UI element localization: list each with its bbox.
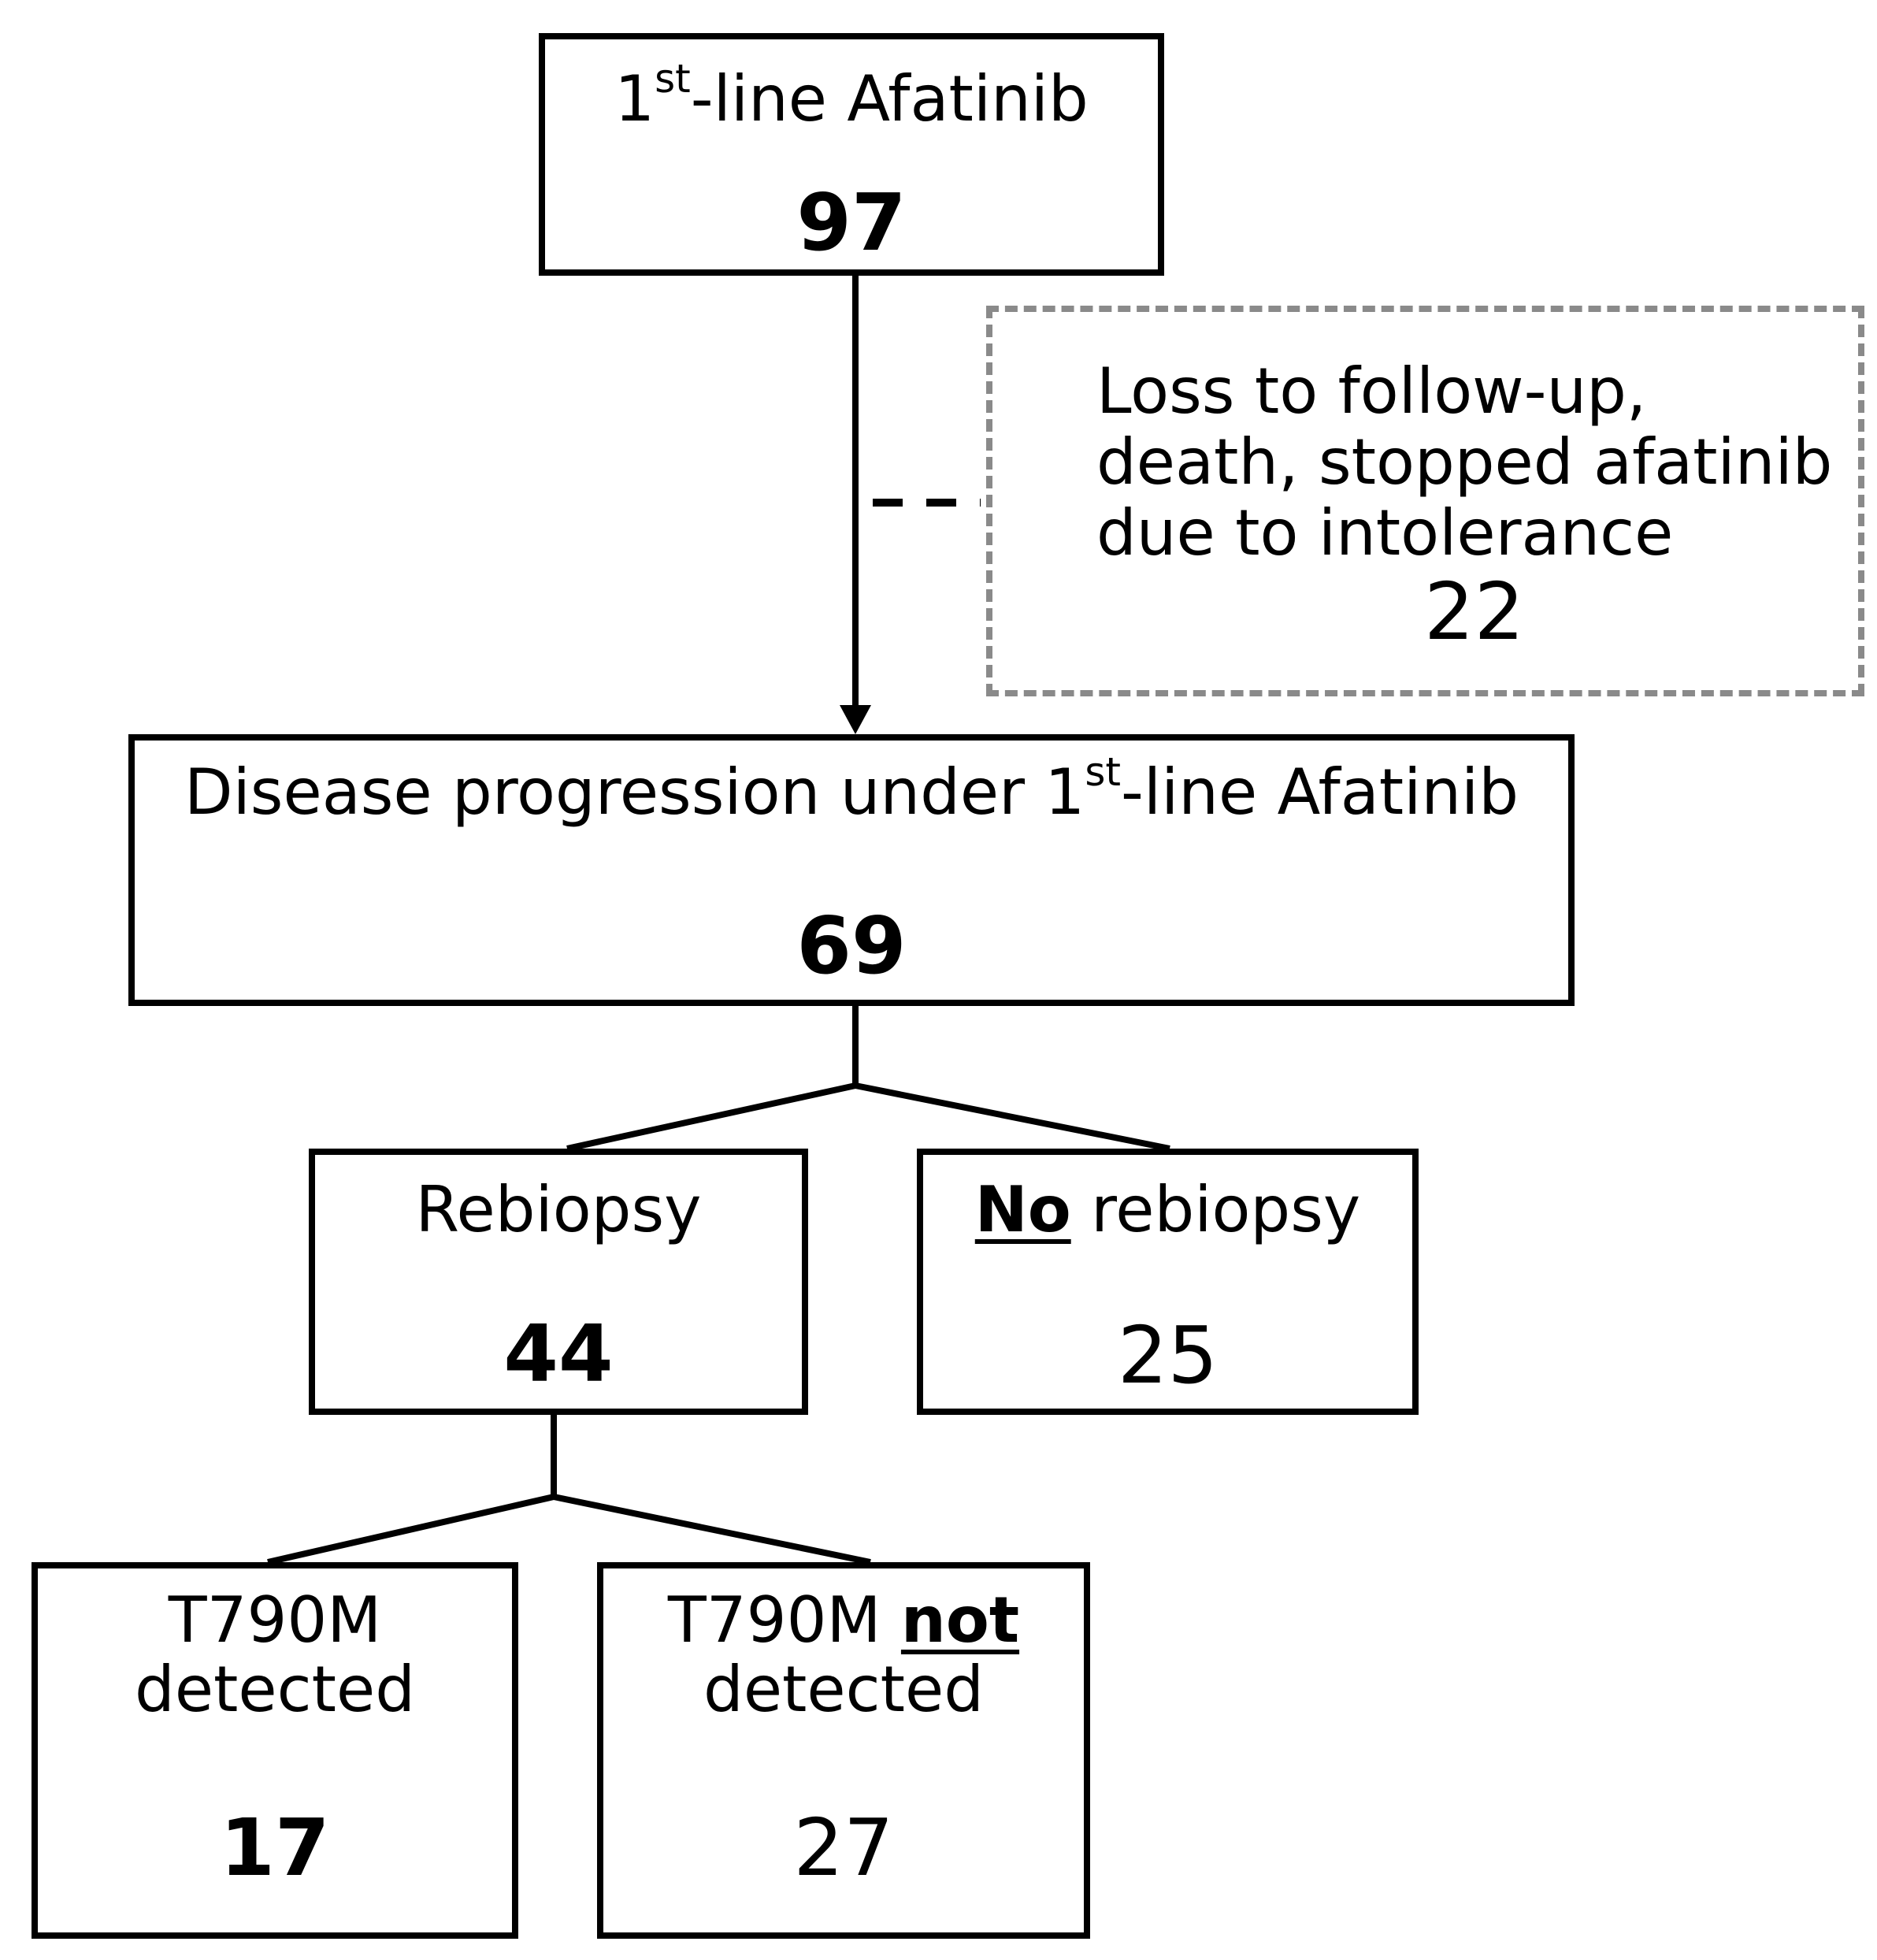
node-rebiopsy: Rebiopsy 44	[309, 1149, 808, 1415]
node-count: 97	[796, 176, 907, 269]
node-count: 25	[1117, 1309, 1219, 1401]
node-label: Rebiopsy	[415, 1173, 702, 1246]
excluded-line-2: death, stopped afatinib	[1096, 425, 1833, 499]
node-count: 44	[503, 1308, 614, 1400]
node-no-rebiopsy: No rebiopsy 25	[917, 1149, 1419, 1415]
node-label-line-2: detected	[135, 1653, 415, 1726]
node-excluded: Loss to follow-up, death, stopped afatin…	[986, 306, 1864, 696]
node-label-line-2: detected	[703, 1653, 984, 1726]
node-label: 1st-line Afatinib	[614, 56, 1089, 135]
node-label: No rebiopsy	[974, 1173, 1361, 1246]
connector-to-no-rebiopsy	[855, 1082, 1170, 1152]
connector-to-t790m-not-detected	[553, 1494, 871, 1565]
node-count: 17	[220, 1802, 330, 1894]
excluded-line-3: due to intolerance	[1096, 496, 1674, 570]
connector-to-rebiopsy	[566, 1082, 856, 1152]
connector-to-t790m-detected	[267, 1494, 555, 1565]
arrowhead	[840, 705, 871, 734]
node-label-line-1: T790M	[168, 1583, 382, 1657]
node-count: 69	[796, 900, 907, 992]
node-count: 27	[793, 1802, 894, 1894]
node-disease-progression: Disease progression under 1st-line Afati…	[128, 734, 1575, 1006]
node-t790m-detected: T790M detected 17	[32, 1562, 518, 1939]
excluded-reasons: Loss to follow-up, death, stopped afatin…	[1096, 356, 1832, 569]
node-label-line-1: T790M not	[667, 1583, 1020, 1657]
excluded-line-1: Loss to follow-up,	[1096, 355, 1647, 428]
node-label: Disease progression under 1st-line Afati…	[184, 749, 1519, 829]
excluded-count: 22	[1424, 566, 1525, 658]
node-t790m-not-detected: T790M not detected 27	[597, 1562, 1090, 1939]
node-first-line-afatinib: 1st-line Afatinib 97	[539, 33, 1164, 276]
